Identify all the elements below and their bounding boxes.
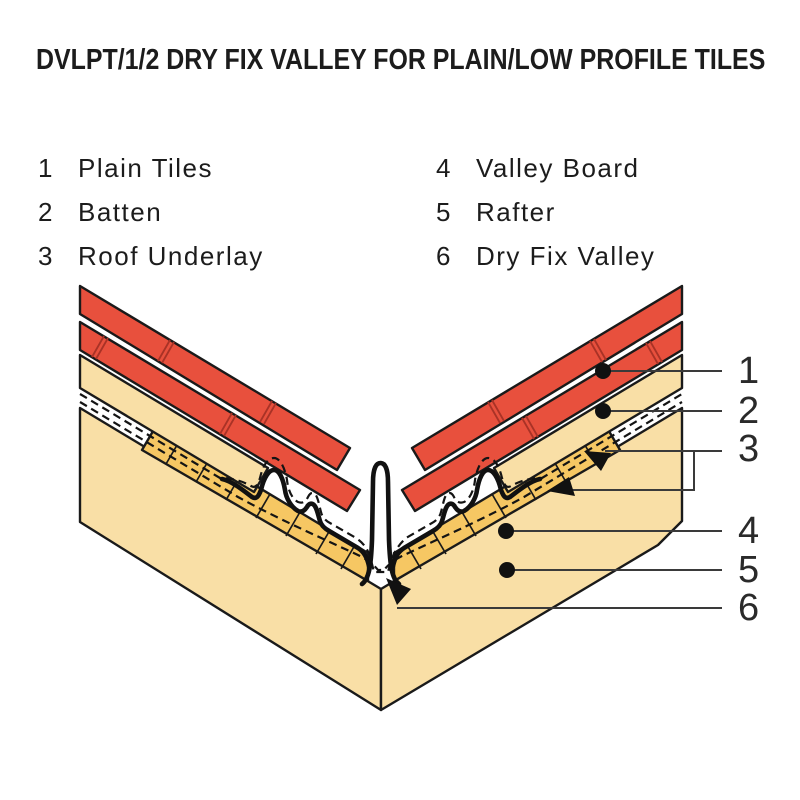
tile-joints-left [91, 335, 277, 437]
legend-item-rafter: 5 Rafter [436, 190, 655, 234]
legend-num: 6 [436, 240, 451, 271]
legend-num: 1 [38, 152, 53, 183]
plain-tiles-right [400, 284, 684, 513]
callout-number-6: 6 [738, 587, 760, 629]
batten-left [78, 353, 270, 494]
tile-course-right-inner [400, 320, 684, 513]
legend-num: 5 [436, 196, 451, 227]
legend-item-valley-board: 4 Valley Board [436, 146, 655, 190]
dry-fix-valley-profile-left [219, 467, 372, 569]
callout-number-1: 1 [738, 350, 760, 392]
tile-course-right-outer [410, 284, 684, 472]
legend-item-plain-tiles: 1 Plain Tiles [38, 146, 264, 190]
legend-item-dry-fix-valley: 6 Dry Fix Valley [436, 234, 655, 278]
callout-number-2: 2 [738, 390, 760, 432]
legend-num: 4 [436, 152, 451, 183]
legend-num: 3 [38, 240, 53, 271]
callout-arrow-3-lower [547, 477, 575, 496]
callout-dot-2 [595, 403, 611, 419]
legend-label: Batten [78, 196, 163, 227]
callout-lines [386, 363, 722, 609]
callout-arrow-3-upper [584, 451, 611, 471]
callout-number-5: 5 [738, 549, 760, 591]
underlay-dashed-inner [79, 401, 683, 572]
legend-num: 2 [38, 196, 53, 227]
callout-number-3: 3 [738, 428, 760, 470]
legend-label: Roof Underlay [78, 240, 264, 271]
batten-right [492, 353, 684, 494]
callout-line-3-bracket [570, 450, 722, 491]
legend-column-left: 1 Plain Tiles 2 Batten 3 Roof Underlay [38, 146, 264, 278]
page-title: DVLPT/1/2 DRY FIX VALLEY FOR PLAIN/LOW P… [36, 44, 766, 76]
callout-arrow-6 [386, 578, 411, 605]
callout-dot-1 [595, 363, 611, 379]
legend-item-roof-underlay: 3 Roof Underlay [38, 234, 264, 278]
tile-course-left-outer [78, 284, 352, 472]
legend-label: Valley Board [476, 152, 640, 183]
callout-number-4: 4 [738, 510, 760, 552]
dry-fix-valley-central-upstand [359, 460, 402, 587]
underlay-dashed-outer [79, 393, 683, 574]
callout-dot-5 [499, 562, 515, 578]
legend-label: Dry Fix Valley [476, 240, 656, 271]
legend-label: Plain Tiles [78, 152, 213, 183]
tile-joints-right [487, 338, 663, 440]
tile-course-left-inner [78, 320, 362, 513]
legend-item-batten: 2 Batten [38, 190, 264, 234]
legend-column-right: 4 Valley Board 5 Rafter 6 Dry Fix Valley [436, 146, 655, 278]
callout-dot-4 [498, 523, 514, 539]
plain-tiles-left [78, 284, 362, 513]
dry-fix-valley-profile-right [390, 467, 543, 569]
legend-label: Rafter [476, 196, 556, 227]
